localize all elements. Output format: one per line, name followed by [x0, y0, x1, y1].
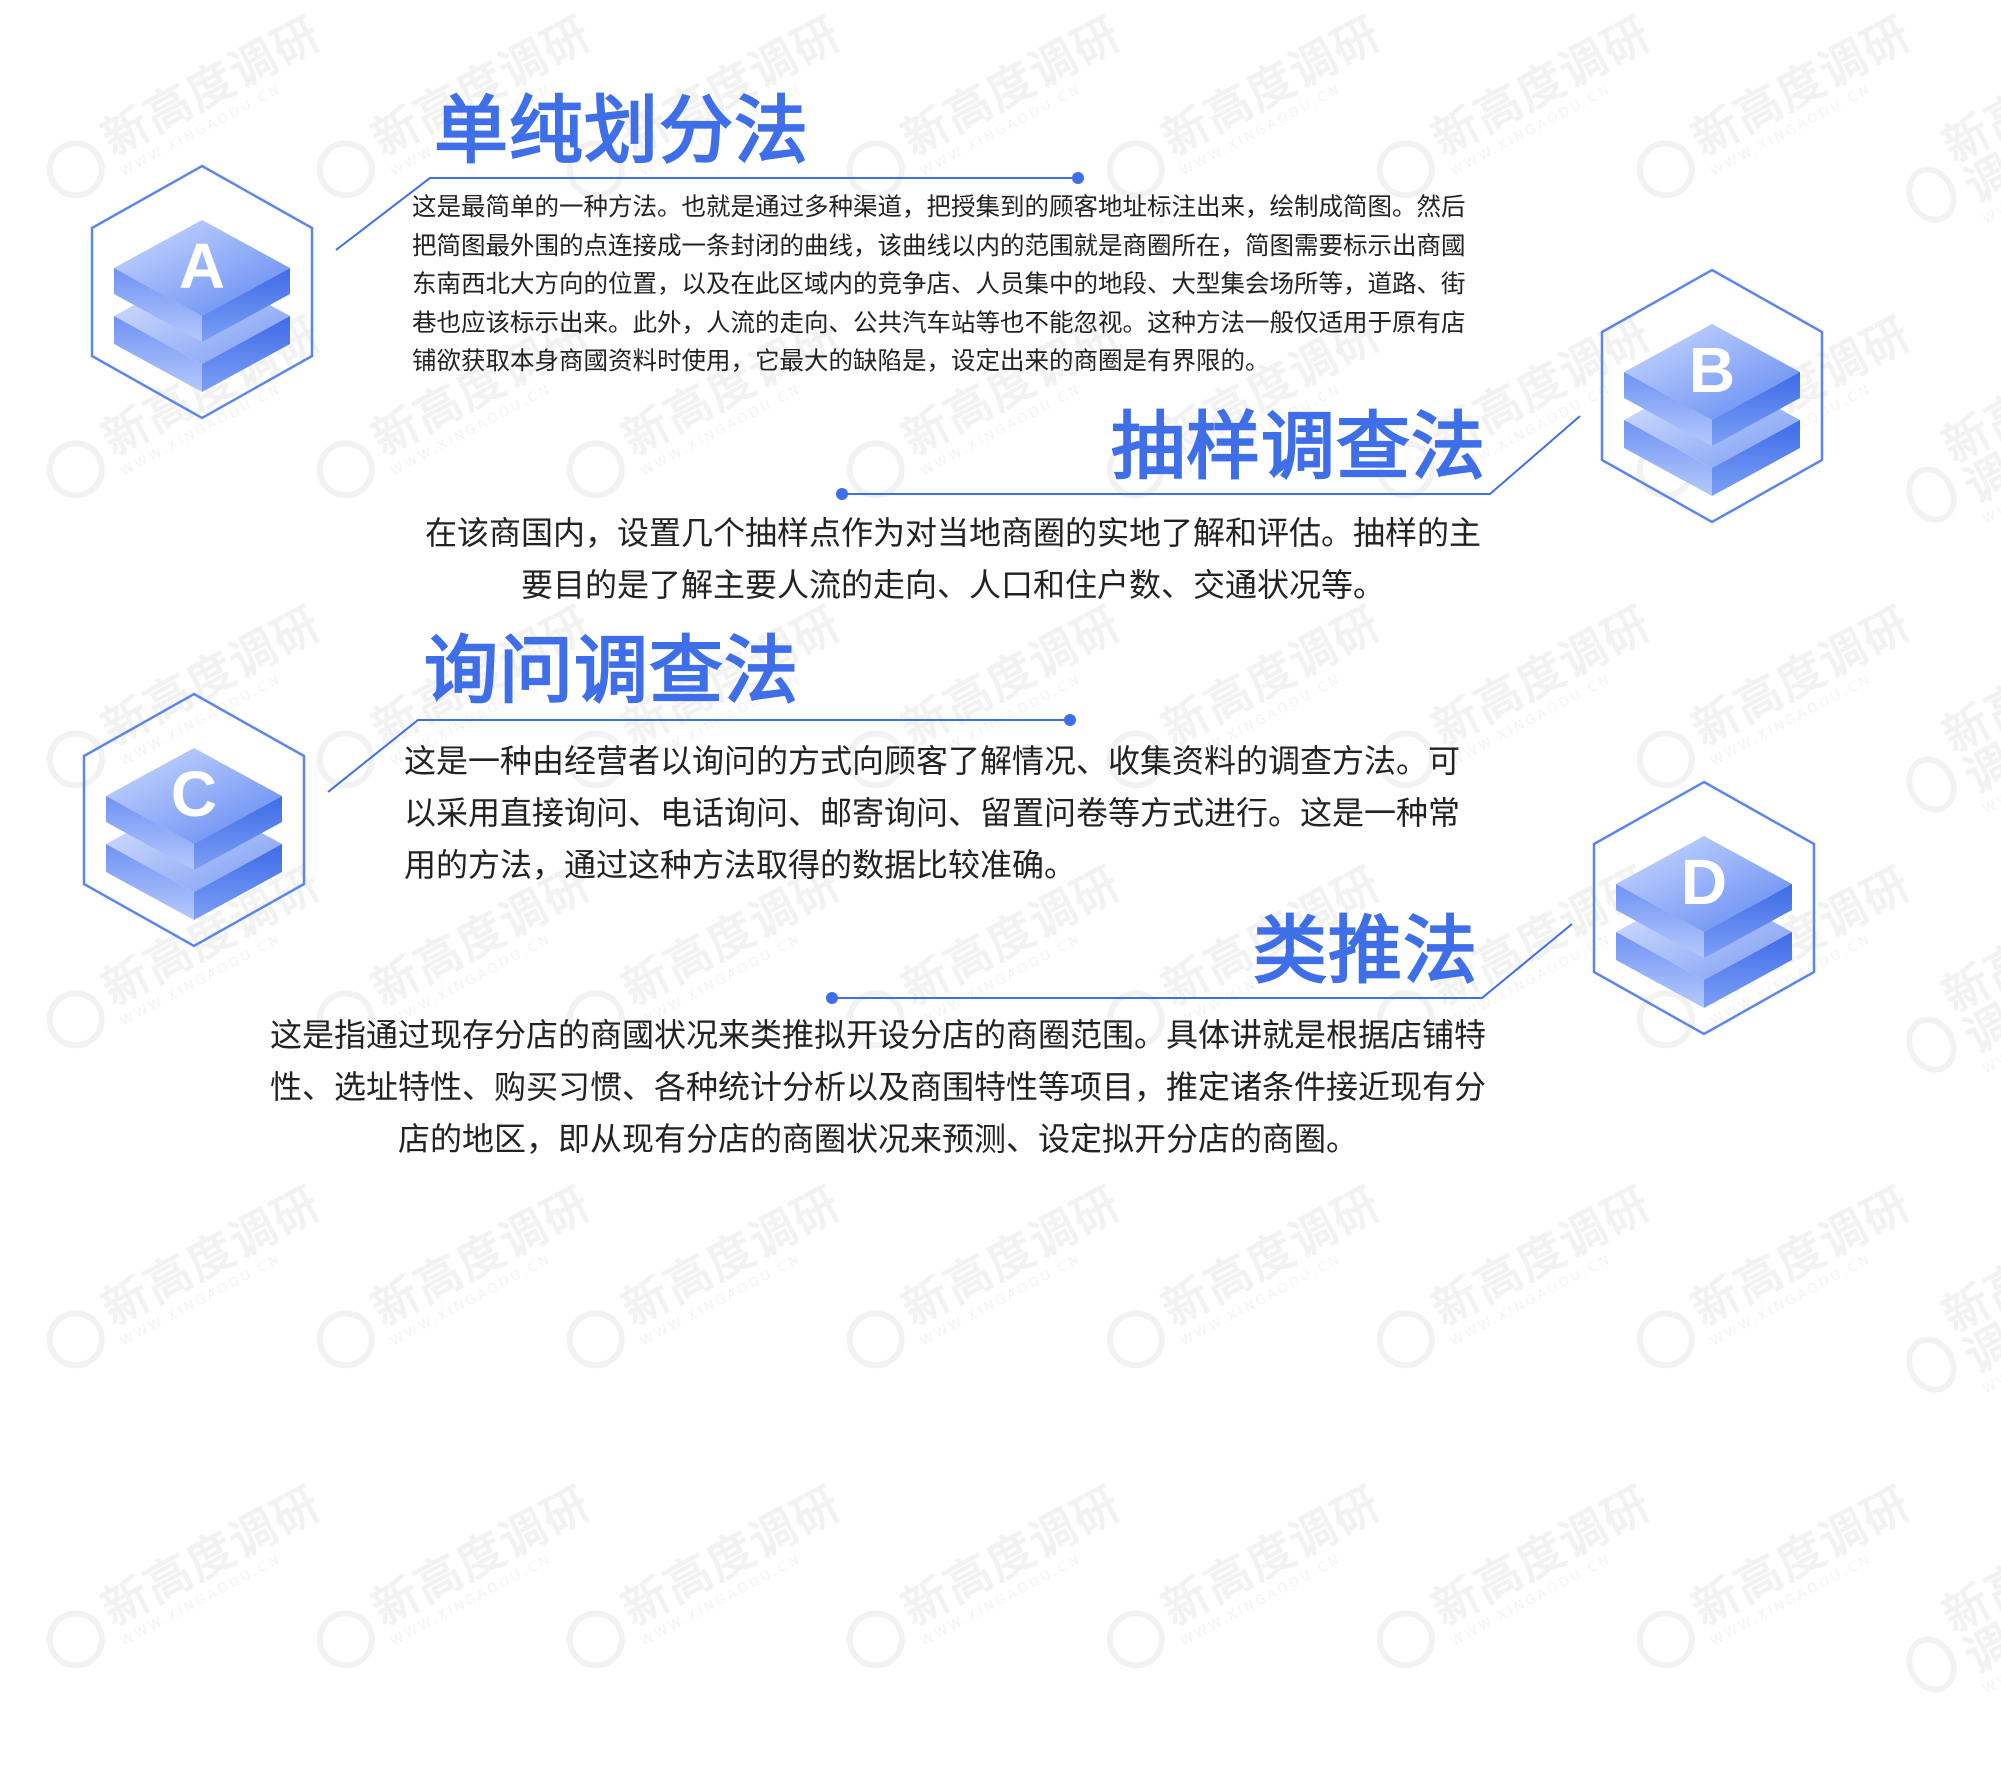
section-b-body: 在该商国内，设置几个抽样点作为对当地商圈的实地了解和评估。抽样的主要目的是了解主…: [424, 514, 1481, 604]
section-b-title: 抽样调查法: [1111, 404, 1486, 490]
section-c-title: 询问调查法: [424, 628, 799, 714]
connector-dot-d: [826, 992, 838, 1004]
section-d-title: 类推法: [1253, 908, 1478, 994]
hex-icon-d: D: [1592, 780, 1816, 1036]
section-a-body: 这是最简单的一种方法。也就是通过多种渠道，把授集到的顾客地址标注出来，绘制成简图…: [412, 192, 1466, 375]
connector-c: [327, 719, 1070, 793]
connector-dot-a: [1072, 172, 1084, 184]
hex-icon-b: B: [1600, 268, 1824, 524]
connector-d: [832, 923, 1573, 999]
section-c-body: 这是一种由经营者以询问的方式向顾客了解情况、收集资料的调查方法。可以采用直接询问…: [404, 742, 1461, 884]
hex-icon-c: C: [82, 692, 306, 948]
hex-letter-d: D: [1681, 846, 1727, 918]
section-a-title: 单纯划分法: [434, 88, 809, 174]
hex-letter-a: A: [179, 230, 225, 302]
section-d-body: 这是指通过现存分店的商國状况来类推拟开设分店的商圈范围。具体讲就是根据店铺特性、…: [270, 1016, 1487, 1158]
hex-letter-c: C: [171, 758, 217, 830]
connector-dot-c: [1064, 714, 1076, 726]
hex-icon-a: A: [90, 164, 314, 420]
connector-b: [842, 415, 1581, 495]
connector-a: [335, 177, 1078, 251]
hex-letter-b: B: [1689, 334, 1735, 406]
connector-dot-b: [836, 488, 848, 500]
